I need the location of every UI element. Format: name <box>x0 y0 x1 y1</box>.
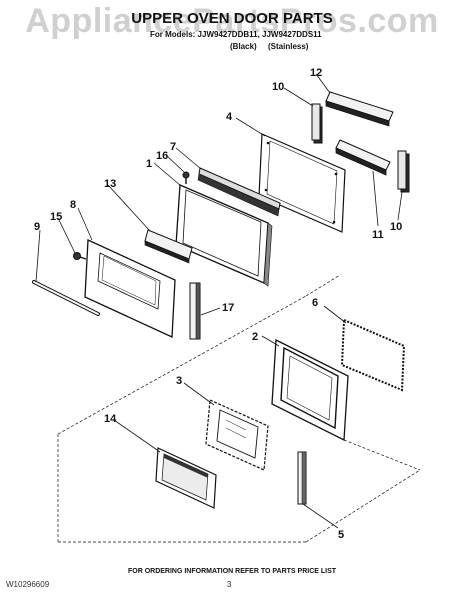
part-1-door-frame <box>175 184 273 287</box>
callout-10-lower: 10 <box>390 221 402 233</box>
variant-stainless-label: (Stainless) <box>268 42 309 51</box>
callout-2: 2 <box>252 331 258 343</box>
doc-number: W10296609 <box>6 580 50 589</box>
part-3-window-pack <box>205 399 269 471</box>
callout-17: 17 <box>222 302 234 314</box>
assembly-lines <box>57 274 421 543</box>
callout-14: 14 <box>104 413 117 425</box>
watermark: AppliancePartsPros.com <box>25 2 439 40</box>
callout-15: 15 <box>50 211 62 223</box>
part-5-hinge <box>297 451 307 505</box>
part-15-screw <box>73 252 87 260</box>
callout-12: 12 <box>310 67 322 79</box>
part-11-strip <box>335 139 391 176</box>
callout-16: 16 <box>156 150 168 162</box>
part-7-top-trim <box>197 167 281 217</box>
ordering-note: FOR ORDERING INFORMATION REFER TO PARTS … <box>127 568 337 575</box>
callout-8: 8 <box>70 199 76 211</box>
model-list: For Models: JJW9427DDB11, JJW9427DDS11 <box>150 30 322 39</box>
part-17-hinge-bracket <box>189 282 201 340</box>
callout-4: 4 <box>226 111 233 123</box>
part-14-door-section <box>155 447 217 509</box>
part-9-rod <box>32 280 100 316</box>
callout-3: 3 <box>176 375 182 387</box>
part-10-block-upper <box>311 103 323 144</box>
callout-11: 11 <box>372 229 384 241</box>
page-title: UPPER OVEN DOOR PARTS <box>131 10 333 27</box>
callout-10: 10 <box>272 81 284 93</box>
part-4-door-liner <box>258 133 346 233</box>
part-10-block-lower <box>397 150 410 193</box>
part-12-strip <box>325 91 394 127</box>
callout-labels: 12 10 4 7 16 1 13 8 15 9 17 11 10 6 2 3 … <box>34 67 402 541</box>
part-8-outer-door-panel <box>84 239 176 338</box>
variant-black-label: (Black) <box>230 42 257 51</box>
callout-9: 9 <box>34 221 40 233</box>
callout-5: 5 <box>338 529 344 541</box>
leader-lines <box>35 73 403 529</box>
callout-13: 13 <box>104 178 116 190</box>
part-6-gasket <box>340 318 406 392</box>
callout-7: 7 <box>170 141 176 153</box>
callout-1: 1 <box>146 158 152 170</box>
part-16-screw <box>182 171 190 184</box>
page-number: 3 <box>227 580 232 589</box>
part-13-handle-strip <box>144 229 193 264</box>
callout-6: 6 <box>312 297 318 309</box>
part-2-inner-door <box>271 338 349 442</box>
